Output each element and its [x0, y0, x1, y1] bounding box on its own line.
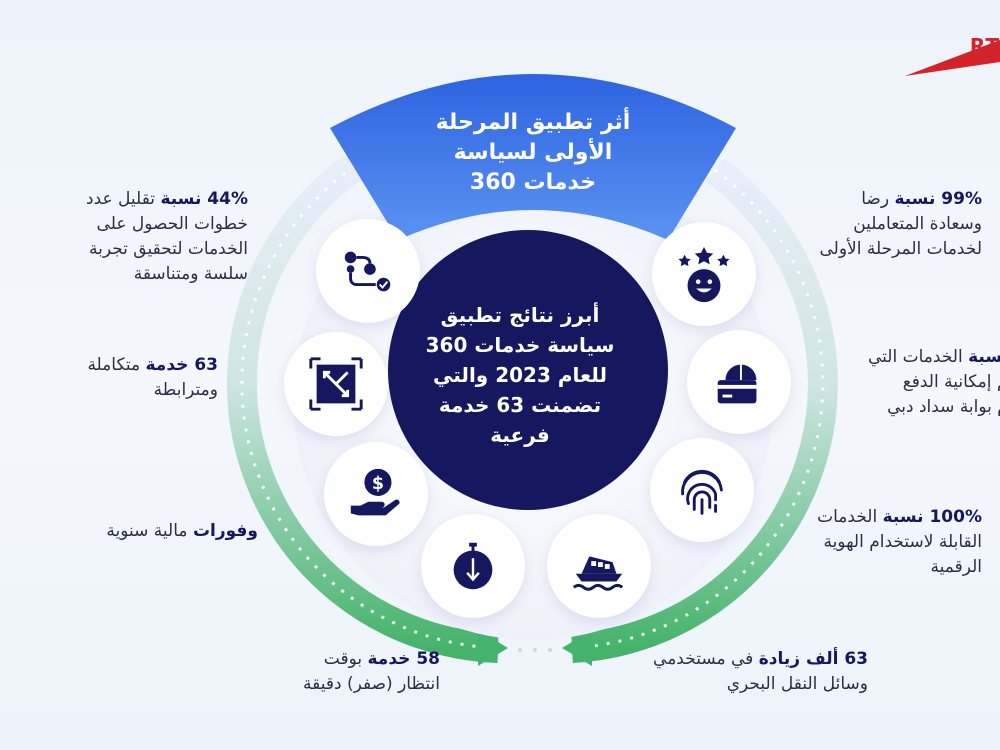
header-cap: [330, 74, 736, 240]
stat-digital-id: 100% نسبة الخدمات القابلة لاستخدام الهوي…: [817, 507, 982, 577]
integration-icon: [284, 332, 388, 436]
card-payment-icon: [687, 330, 791, 434]
brand-logo: RT: [969, 34, 1000, 58]
workflow-icon: [316, 219, 420, 323]
money-hand-icon: $: [324, 442, 428, 546]
stat-integrated: 63 خدمة متكاملة ومترابطة: [87, 355, 218, 400]
stars-face-icon: [652, 222, 756, 326]
center-text: أبرز نتائج تطبيق سياسة خدمات 360 للعام 2…: [425, 303, 615, 447]
stat-steps: 44% نسبة تقليل عدد خطوات الحصول على الخد…: [86, 189, 248, 284]
stat-satisfaction: 99% نسبة رضا وسعادة المتعاملين لخدمات ال…: [819, 189, 982, 259]
logo-stripe: [905, 40, 1000, 76]
svg-text:$: $: [372, 474, 384, 494]
boat-icon: [547, 514, 651, 618]
stat-savings: وفورات مالية سنوية: [106, 521, 258, 541]
left-arc: [226, 153, 499, 663]
stat-zero-wait: 58 خدمة بوقت انتظار (صفر) دقيقة: [303, 649, 440, 694]
fingerprint-icon: [650, 438, 754, 542]
stopwatch-icon: [421, 514, 525, 618]
stat-payment: % نسبة الخدمات التي تدعم إمكانية الدفع خ…: [868, 347, 1000, 417]
stat-marine: 63 ألف زيادة في مستخدمي وسائل النقل البح…: [653, 649, 868, 694]
header-title: أثر تطبيق المرحلة الأولى لسياسة خدمات 36…: [435, 110, 631, 195]
center-circle: [388, 230, 668, 510]
left-arrowhead: [478, 630, 508, 666]
right-arrowhead: [562, 630, 592, 666]
